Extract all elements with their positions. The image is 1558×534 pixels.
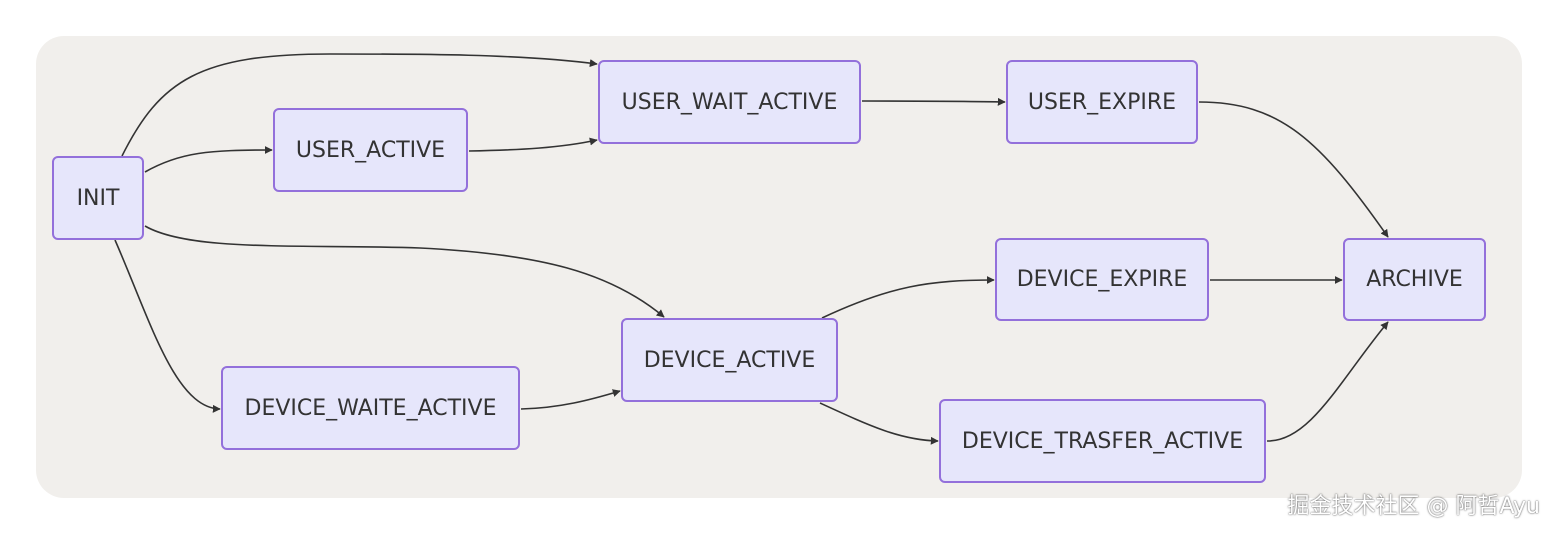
node-user-wait-active[interactable]: USER_WAIT_ACTIVE [598,60,861,144]
node-init[interactable]: INIT [52,156,144,240]
watermark-text: 掘金技术社区 @ 阿哲Ayu [1287,494,1540,519]
node-device-trasfer-active[interactable]: DEVICE_TRASFER_ACTIVE [939,399,1266,483]
node-device-expire[interactable]: DEVICE_EXPIRE [995,238,1209,321]
node-user-active[interactable]: USER_ACTIVE [273,108,468,192]
node-user-expire[interactable]: USER_EXPIRE [1006,60,1198,144]
node-device-active[interactable]: DEVICE_ACTIVE [621,318,838,402]
node-archive[interactable]: ARCHIVE [1343,238,1486,321]
node-device-waite-active[interactable]: DEVICE_WAITE_ACTIVE [221,366,520,450]
